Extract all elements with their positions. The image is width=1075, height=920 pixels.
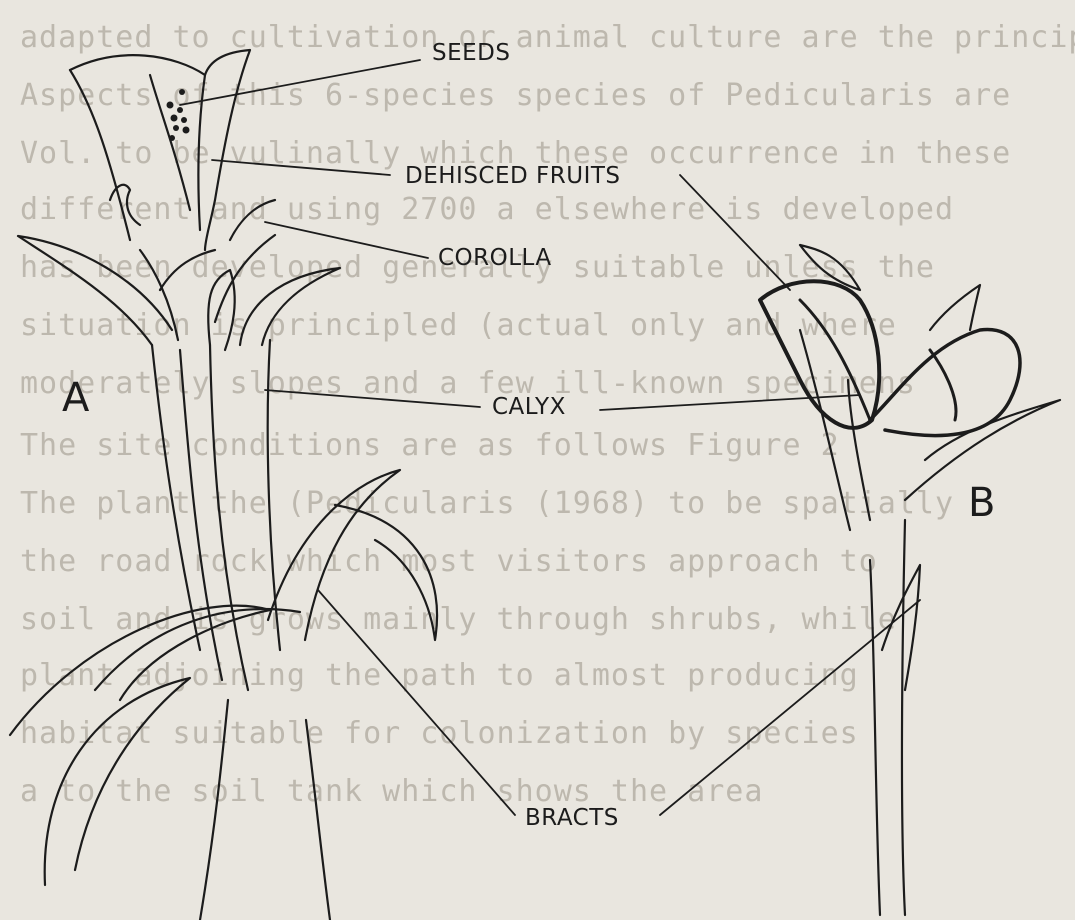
panel-label-b: B [968,480,995,526]
label-bracts: BRACTS [525,805,619,831]
bracts-leader-a [318,590,515,815]
plant-a-drawing [10,50,437,920]
label-seeds: SEEDS [432,40,510,66]
plant-a-fruit [70,50,250,250]
label-dehisced-fruits: DEHISCED FRUITS [405,163,621,189]
dehisced-fruits-leader-b [680,175,790,290]
label-calyx: CALYX [492,394,566,420]
panel-label-a: A [62,375,89,421]
plant-a-bract-lower-left [45,678,190,885]
plant-a-corolla [160,250,215,290]
seeds-leader [180,60,420,105]
plant-a-bract-lower-right [10,606,270,735]
bracts-leader-b [660,600,920,815]
plant-b-drawing [760,245,1060,915]
plant-a-seeds [167,89,190,141]
corolla-leader [265,222,428,258]
dehisced-fruits-leader-a [212,160,390,175]
plant-a-bract-right [268,470,400,640]
calyx-leader-a [265,390,480,407]
label-corolla: COROLLA [438,245,552,271]
